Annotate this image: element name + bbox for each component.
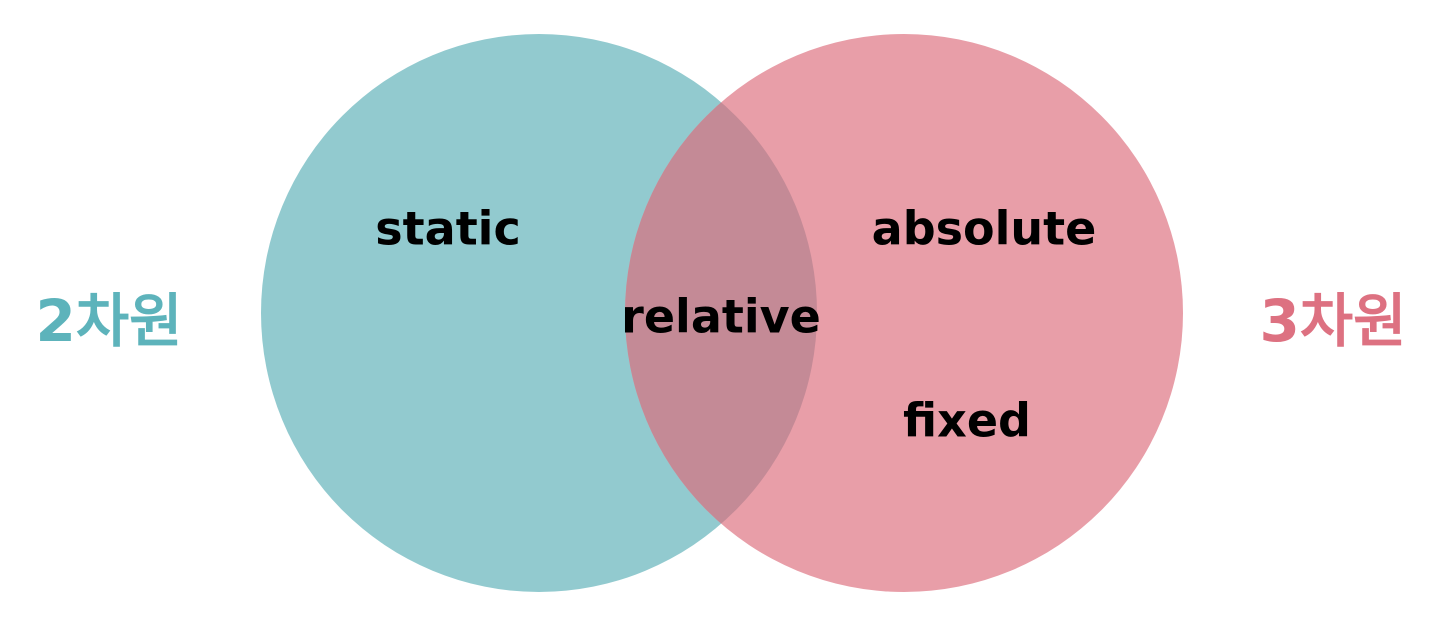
right-set-label: 3차원: [1259, 287, 1406, 355]
left-item-static: static: [375, 202, 520, 256]
intersection-region: [625, 34, 817, 592]
left-set-label: 2차원: [35, 287, 182, 355]
intersection-item-relative: relative: [621, 290, 821, 344]
right-item-absolute: absolute: [872, 202, 1097, 256]
right-item-fixed: fixed: [903, 394, 1031, 448]
